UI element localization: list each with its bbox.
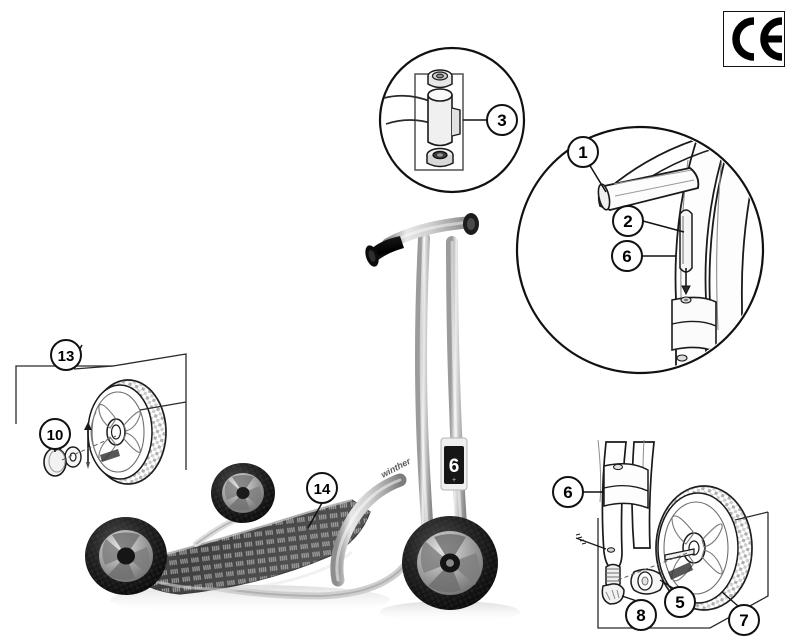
scooter-front-wheel <box>402 516 498 610</box>
callout-6b-text: 6 <box>563 483 572 502</box>
front-wheel-kit-group <box>575 439 769 629</box>
detail-view-axle-bolt <box>378 46 526 194</box>
callout-layer <box>39 104 760 636</box>
scooter-rear-wheel-near <box>85 517 167 595</box>
age-badge <box>440 437 468 491</box>
detail-spacer-sleeve <box>427 88 461 147</box>
callout-text-layer: 1 2 3 5 6 6 7 8 10 13 14 <box>47 111 749 630</box>
part-washer <box>64 446 82 468</box>
part-screw-small <box>575 533 607 550</box>
age-badge-suffix: + <box>452 477 456 484</box>
part-8-axle-nut <box>601 563 625 605</box>
callout-7-text: 7 <box>739 611 748 630</box>
callout-8-text: 8 <box>636 606 645 625</box>
callout-2-text: 2 <box>623 212 632 231</box>
part-10-wheel-cap <box>43 447 67 477</box>
callout-10-text: 10 <box>47 427 64 444</box>
detail-bottom-nut <box>426 147 454 168</box>
rear-wheel-kit-group <box>15 344 187 485</box>
part-7-front-wheel <box>655 485 769 611</box>
detail-top-nut <box>427 69 453 89</box>
scooter-grip-left <box>365 236 404 267</box>
callout-1-text: 1 <box>578 143 587 162</box>
age-badge-number: 6 <box>449 456 460 477</box>
callout-3-text: 3 <box>497 111 506 130</box>
callout-14-text: 14 <box>314 481 331 498</box>
part-axle-pin <box>84 422 92 469</box>
part-14-deck <box>120 498 371 595</box>
callout-5-text: 5 <box>675 593 684 612</box>
part-5-hub-cap <box>630 568 664 595</box>
part-13-rear-wheel <box>87 379 187 485</box>
ce-mark-icon <box>732 17 783 61</box>
scooter-grip-right <box>463 213 479 235</box>
callout-6a-text: 6 <box>622 247 631 266</box>
callout-13-text: 13 <box>58 348 75 365</box>
main-scooter-illustration <box>85 213 520 623</box>
ce-mark-box <box>723 11 785 67</box>
scooter-rear-wheel-far <box>211 463 275 523</box>
part-6-front-fork <box>575 439 655 571</box>
